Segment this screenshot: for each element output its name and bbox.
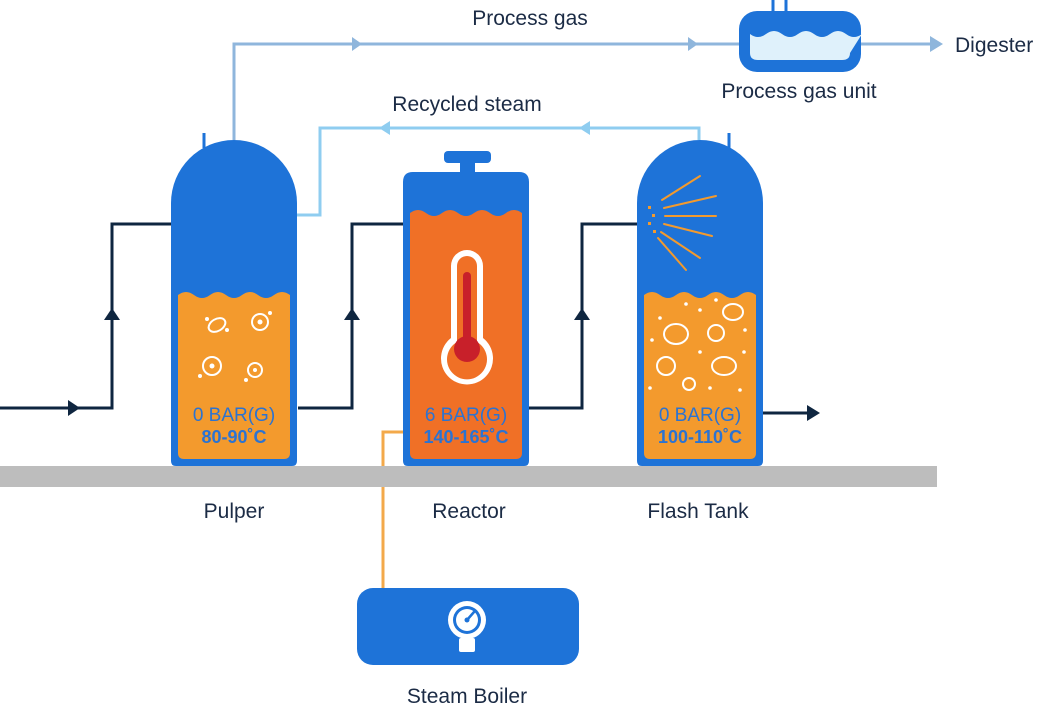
process-gas-unit-label: Process gas unit xyxy=(721,80,876,103)
pulper-pressure: 0 BAR(G) xyxy=(193,405,275,426)
ground-platform xyxy=(0,466,937,487)
reactor-label: Reactor xyxy=(432,500,506,523)
pressure-gauge-icon xyxy=(448,601,486,652)
flash-tank-temperature: 100-110˚C xyxy=(658,427,742,447)
pulper-temperature: 80-90˚C xyxy=(201,427,266,447)
outlet-arrow xyxy=(807,405,820,421)
spray-icon xyxy=(657,175,717,271)
thermometer-icon xyxy=(441,250,494,385)
flash-tank-label: Flash Tank xyxy=(647,500,749,523)
process-gas-unit xyxy=(739,0,862,72)
flash-tank xyxy=(637,133,763,466)
bacteria-icon xyxy=(656,303,744,391)
recycled-steam-arrow-1 xyxy=(579,121,590,135)
flow-up-arrow-3 xyxy=(574,308,590,320)
bacteria-icon xyxy=(202,313,269,378)
flow-up-arrow-2 xyxy=(344,308,360,320)
steam-boiler xyxy=(357,588,579,665)
reactor-pressure: 6 BAR(G) xyxy=(425,405,507,426)
reactor-tank xyxy=(403,151,529,466)
steam-supply-line xyxy=(381,430,410,590)
process-gas-label: Process gas xyxy=(472,7,588,30)
process-gas-arrow-2 xyxy=(688,37,698,51)
pulper-label: Pulper xyxy=(204,500,265,523)
reactor-temperature: 140-165˚C xyxy=(423,427,508,447)
process-gas-line xyxy=(232,42,935,140)
digester-label: Digester xyxy=(955,34,1033,57)
recycled-steam-arrow-2 xyxy=(379,121,390,135)
flash-tank-pressure: 0 BAR(G) xyxy=(659,405,741,426)
digester-arrow xyxy=(930,36,943,52)
inlet-arrow xyxy=(68,400,80,416)
recycled-steam-line xyxy=(296,126,701,217)
steam-boiler-label: Steam Boiler xyxy=(407,685,527,706)
flow-up-arrow-1 xyxy=(104,308,120,320)
recycled-steam-label: Recycled steam xyxy=(392,93,541,116)
pulper-tank xyxy=(171,133,297,466)
process-gas-arrow-1 xyxy=(352,37,362,51)
